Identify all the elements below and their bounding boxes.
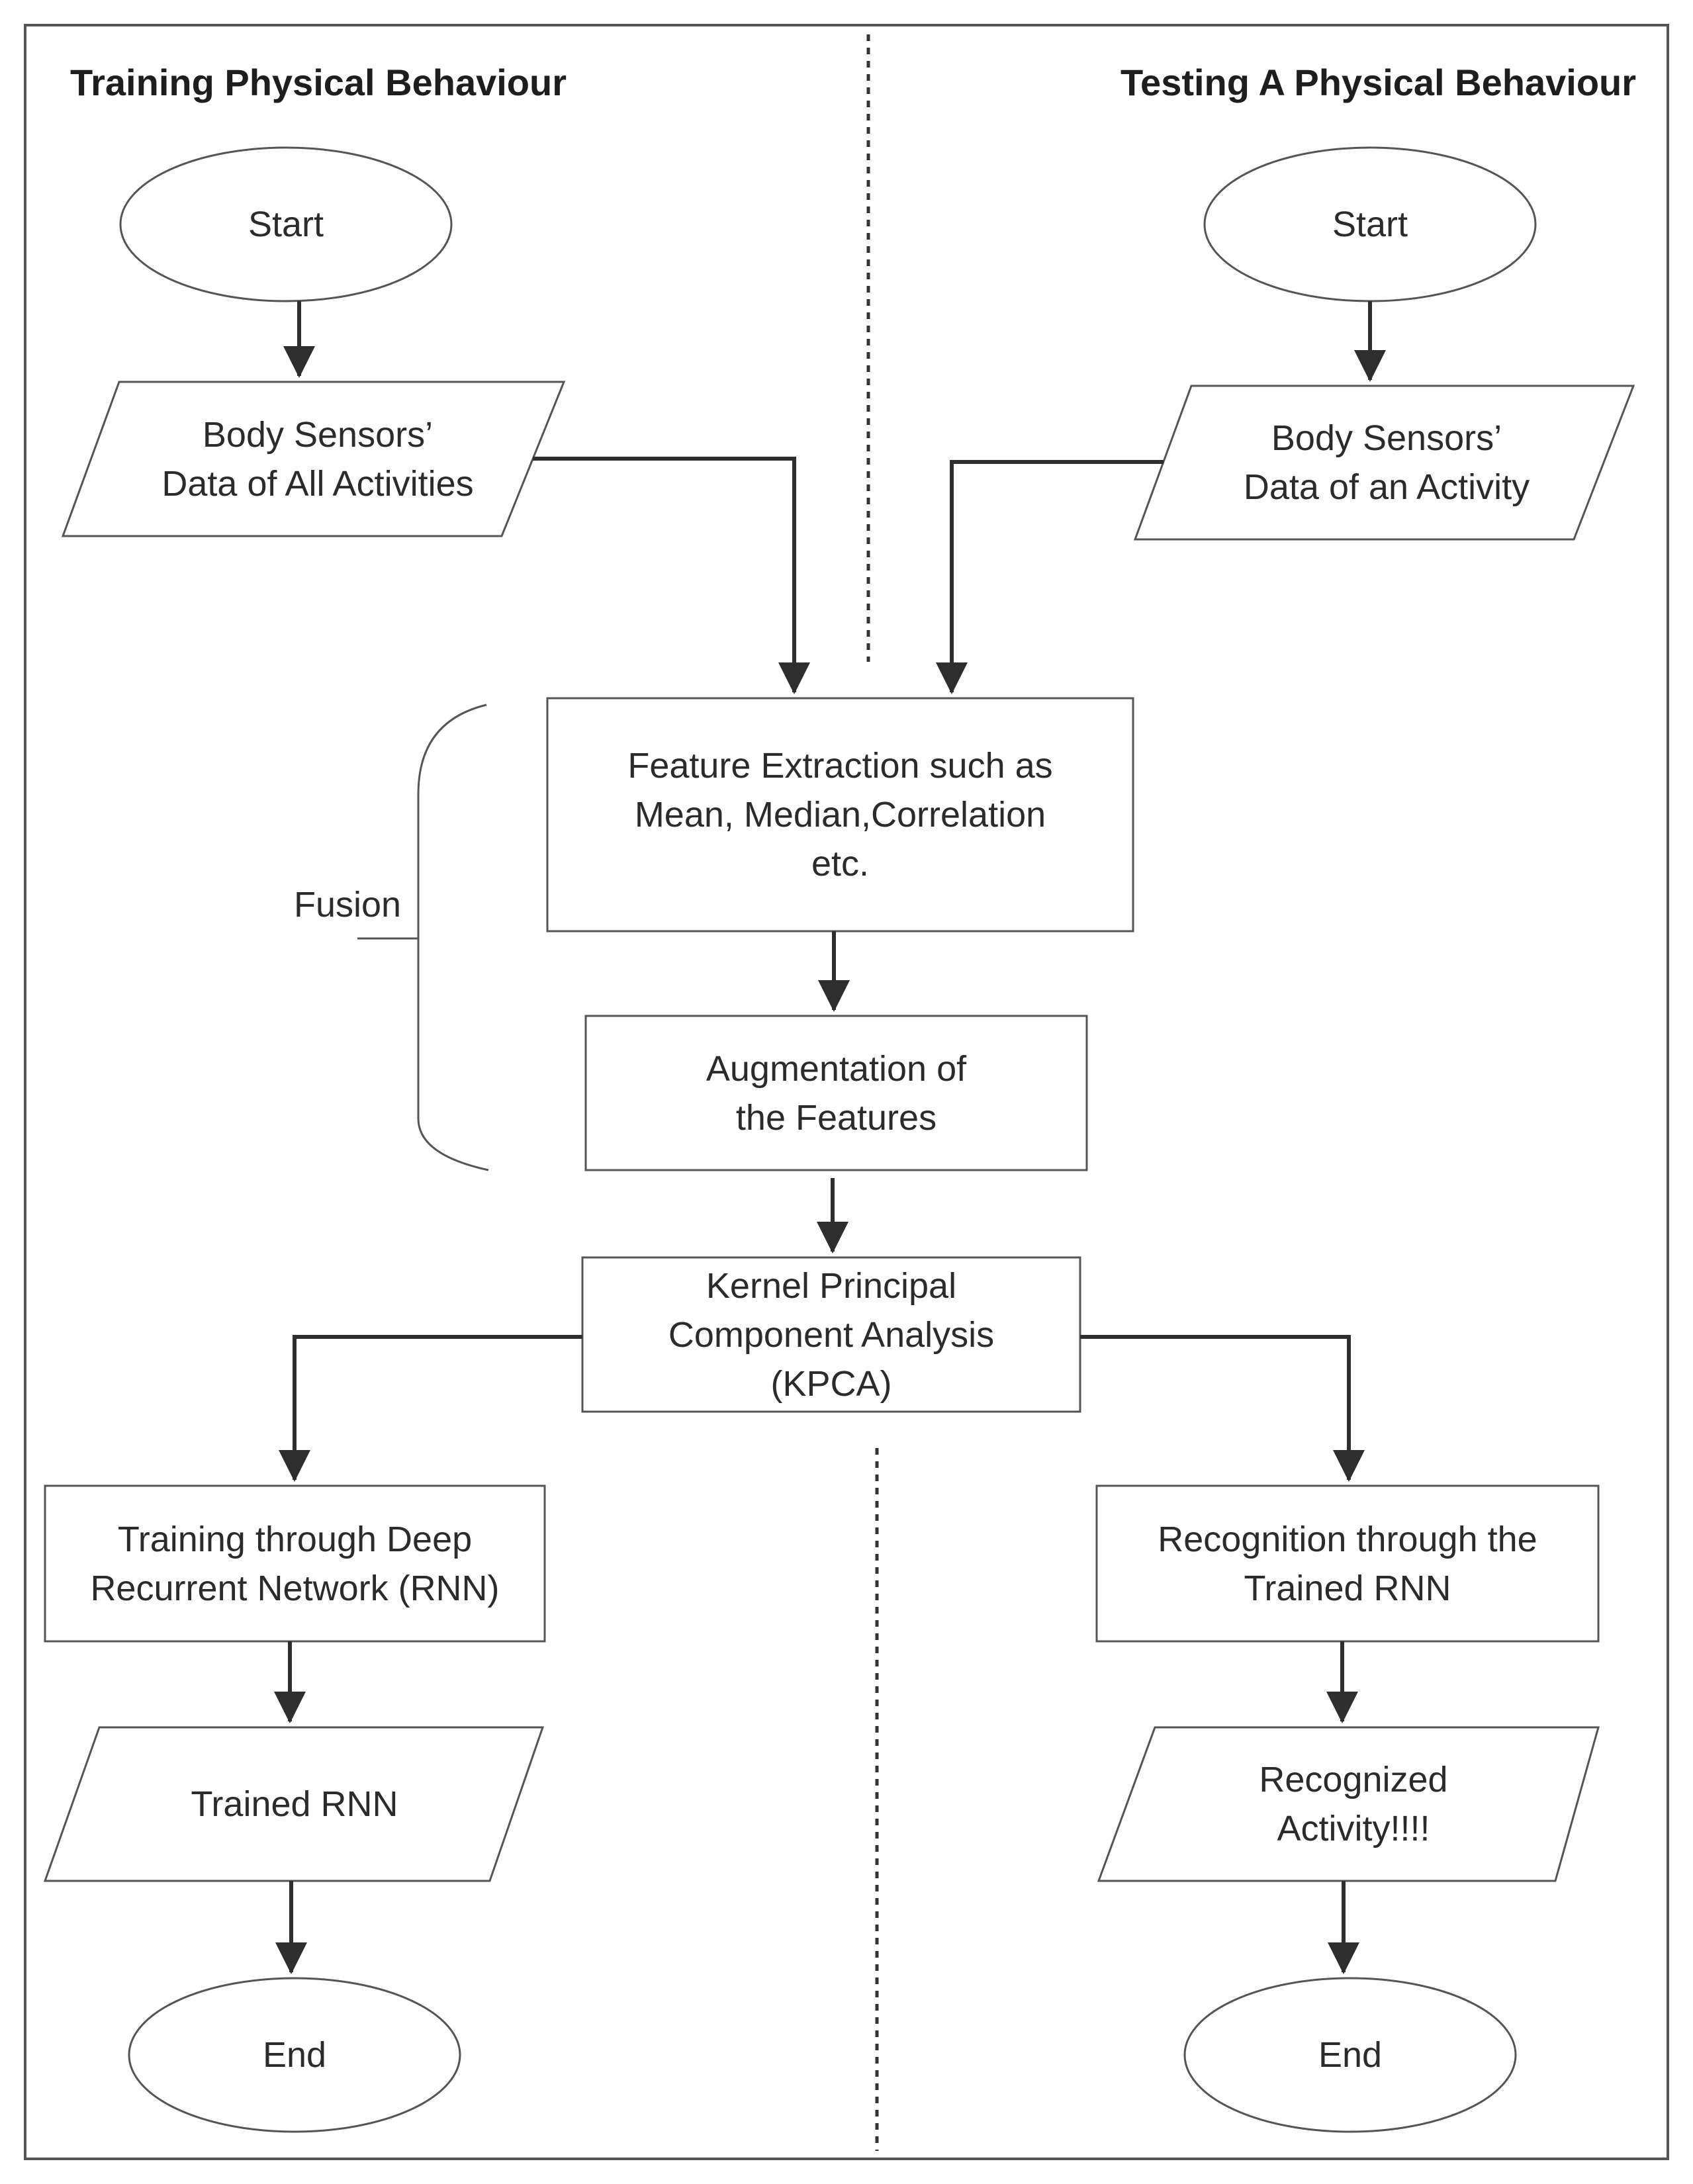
recognition-shape: [1095, 1484, 1600, 1643]
recognized-activity-label: Recognized Activity!!!!: [1259, 1760, 1448, 1848]
recognition-label: Recognition through the Trained RNN: [1158, 1519, 1537, 1608]
train-rnn-shape: [44, 1484, 546, 1643]
feature-extraction-shape: [546, 697, 1134, 933]
arrow-kpca-to-recognition: [1080, 1335, 1365, 1482]
feature-extraction-label: Feature Extraction such as Mean, Median,…: [627, 746, 1053, 884]
train-start-label: Start: [248, 205, 324, 244]
augmentation-shape: [584, 1015, 1088, 1171]
trained-rnn-label: Trained RNN: [191, 1784, 398, 1824]
testing-heading: Testing A Physical Behaviour: [1121, 62, 1637, 103]
recognized-activity-shape: [1097, 1726, 1600, 1882]
arrow-kpca-to-train-rnn: [279, 1335, 582, 1482]
test-end-shape: [1183, 1977, 1517, 2133]
kpca-shape: [581, 1256, 1081, 1413]
train-end-label: End: [262, 2035, 327, 2075]
test-end-label: End: [1318, 2035, 1383, 2075]
test-start-label: Start: [1332, 205, 1408, 244]
fusion-brace: [417, 704, 489, 1171]
augmentation-label: Augmentation of the Features: [706, 1048, 967, 1138]
fusion-label: Fusion: [293, 885, 402, 925]
train-rnn-label: Training through Deep Recurrent Network …: [90, 1519, 500, 1608]
trained-rnn-shape: [43, 1726, 545, 1882]
test-data-label: Body Sensors’ Data of an Activity: [1243, 418, 1530, 507]
train-data-label: Body Sensors’ Data of All Activities: [161, 414, 474, 504]
train-data-shape: [61, 381, 566, 537]
train-end-shape: [128, 1977, 461, 2133]
arrow-train-data-to-feature: [533, 457, 810, 694]
test-data-shape: [1133, 385, 1635, 541]
kpca-label: Kernel Principal Component Analysis (KPC…: [668, 1265, 995, 1404]
train-start-shape: [119, 146, 453, 302]
outer-frame: [24, 24, 1669, 2160]
training-heading: Training Physical Behaviour: [70, 62, 567, 103]
arrow-test-data-to-feature: [936, 460, 1164, 694]
